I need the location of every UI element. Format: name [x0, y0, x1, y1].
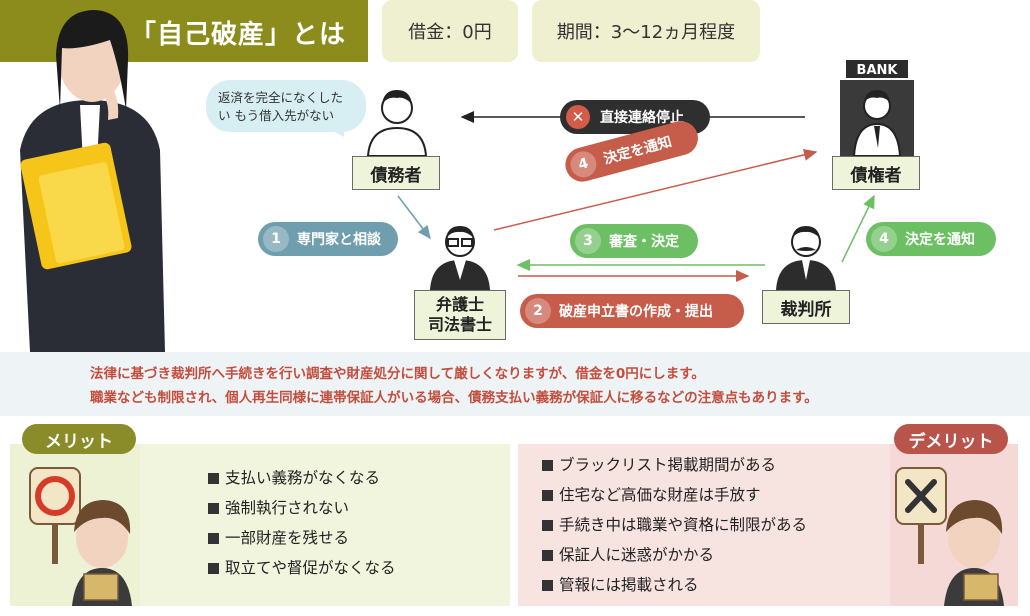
woman-cross-sign-illustration [895, 467, 1004, 606]
description-band [0, 352, 1030, 416]
step-2-petition: 2 破産申立書の作成・提出 [520, 294, 744, 328]
debt-badge: 借金：0円 [382, 0, 518, 62]
judge-person-icon [776, 226, 836, 290]
woman-circle-sign-illustration [29, 467, 132, 606]
step-text: 破産申立書の作成・提出 [559, 304, 713, 320]
demerit-tag: デメリット [894, 424, 1008, 454]
step-number: 1 [263, 226, 289, 252]
description-line-2: 職業なども制限され、個人再生同様に連帯保証人がいる場合、債務支払い義務が保証人に… [90, 390, 818, 406]
demerit-item: 手続き中は職業や資格に制限がある [542, 510, 807, 540]
demerit-item: 保証人に迷惑がかかる [542, 540, 807, 570]
lawyer-label-line1: 弁護士 [435, 295, 484, 314]
lawyer-label: 弁護士 司法書士 [414, 290, 506, 340]
step-3-review: 3 審査・決定 [570, 224, 698, 258]
lawyer-person-icon [430, 226, 490, 290]
merit-item: 一部財産を残せる [208, 523, 396, 553]
businesswoman-illustration [20, 10, 165, 352]
cross-icon: ✕ [566, 105, 590, 129]
lawyer-label-line2: 司法書士 [427, 315, 492, 334]
debtor-label: 債務者 [352, 156, 440, 190]
demerit-item: 管報には掲載される [542, 570, 807, 600]
merit-list: 支払い義務がなくなる 強制執行されない 一部財産を残せる 取立てや督促がなくなる [208, 463, 396, 583]
merit-item: 支払い義務がなくなる [208, 463, 396, 493]
step-4-notify-court: 4 決定を通知 [866, 222, 996, 256]
stop-contact-text: 直接連絡停止 [600, 110, 684, 126]
page-title: 「自己破産」とは [130, 20, 347, 50]
bank-building-icon: BANK [840, 60, 914, 156]
step-number: 2 [525, 298, 551, 324]
speech-bubble: 返済を完全になくしたい もう借入先がない [206, 80, 366, 132]
step-number: 4 [871, 226, 897, 252]
step-text: 専門家と相談 [297, 232, 381, 248]
step-number: 4 [567, 148, 600, 181]
demerit-list: ブラックリスト掲載期間がある 住宅など高価な財産は手放す 手続き中は職業や資格に… [542, 450, 807, 600]
debtor-person-icon [366, 90, 428, 156]
step-number: 3 [575, 228, 601, 254]
bank-sign: BANK [857, 63, 899, 78]
demerit-item: ブラックリスト掲載期間がある [542, 450, 807, 480]
description-line-1: 法律に基づき裁判所へ手続きを行い調査や財産処分に関して厳しくなりますが、借金を0… [90, 366, 705, 382]
demerit-item: 住宅など高価な財産は手放す [542, 480, 807, 510]
merit-tag: メリット [22, 424, 136, 454]
period-badge: 期間：3～12ヵ月程度 [532, 0, 760, 62]
step-text: 審査・決定 [609, 234, 679, 250]
merit-item: 取立てや督促がなくなる [208, 553, 396, 583]
step-text: 決定を通知 [905, 232, 975, 248]
merit-item: 強制執行されない [208, 493, 396, 523]
court-label: 裁判所 [762, 290, 850, 324]
creditor-label: 債権者 [832, 156, 920, 190]
step-1-consult: 1 専門家と相談 [258, 222, 398, 256]
